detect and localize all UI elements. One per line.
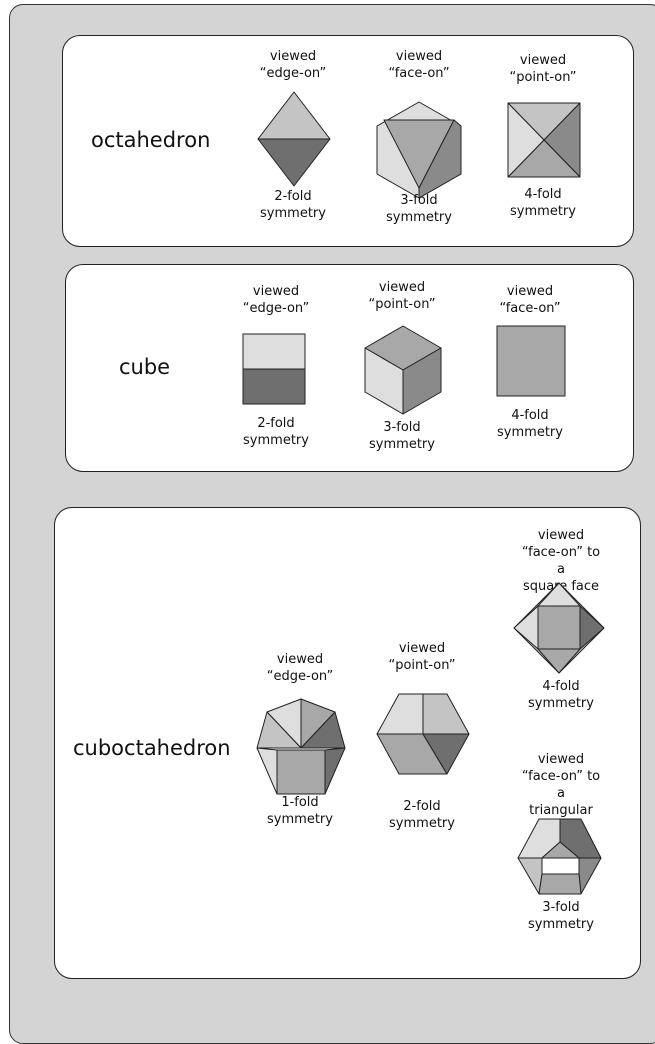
- cuboctahedron-triangle-face-symmetry: 3-fold symmetry: [528, 900, 594, 932]
- octahedron-point-on-caption: viewed “point-on”: [509, 53, 577, 85]
- cuboctahedron-square-face-shape: [513, 582, 605, 674]
- octahedron-edge-on-shape: [257, 91, 331, 187]
- diagram-frame: octahedron viewed “edge-on” 2-fold symme…: [9, 4, 655, 1044]
- octahedron-panel: octahedron viewed “edge-on” 2-fold symme…: [62, 35, 634, 247]
- cube-edge-on-shape: [242, 333, 306, 405]
- cuboctahedron-panel: cuboctahedron viewed “edge-on” 1-fold sy…: [54, 507, 641, 979]
- cube-label: cube: [119, 355, 171, 379]
- cube-edge-on-caption: viewed “edge-on”: [242, 284, 310, 316]
- cube-point-on-symmetry: 3-fold symmetry: [369, 420, 435, 452]
- octahedron-label: octahedron: [91, 128, 211, 152]
- cube-face-on-symmetry: 4-fold symmetry: [497, 408, 563, 440]
- octahedron-point-on-shape: [507, 102, 581, 178]
- cuboctahedron-edge-on-shape: [256, 698, 346, 795]
- cuboctahedron-label: cuboctahedron: [73, 736, 231, 760]
- cube-face-on-caption: viewed “face-on”: [499, 284, 561, 316]
- cube-point-on-shape: [364, 325, 442, 415]
- cuboctahedron-triangle-face-shape: [517, 818, 602, 895]
- cuboctahedron-square-face-symmetry: 4-fold symmetry: [528, 679, 594, 711]
- cuboctahedron-point-on-symmetry: 2-fold symmetry: [389, 799, 455, 831]
- cube-edge-on-symmetry: 2-fold symmetry: [243, 416, 309, 448]
- cube-point-on-caption: viewed “point-on”: [368, 280, 436, 312]
- octahedron-face-on-caption: viewed “face-on”: [388, 49, 450, 81]
- octahedron-point-on-symmetry: 4-fold symmetry: [510, 187, 576, 219]
- cube-face-on-shape: [496, 325, 566, 397]
- cuboctahedron-point-on-shape: [376, 693, 470, 775]
- cuboctahedron-point-on-caption: viewed “point-on”: [388, 641, 456, 673]
- octahedron-edge-on-caption: viewed “edge-on”: [259, 49, 327, 81]
- cuboctahedron-square-face-caption: viewed “face-on” to a square face: [521, 528, 601, 594]
- octahedron-face-on-shape: [376, 101, 462, 199]
- cuboctahedron-edge-on-caption: viewed “edge-on”: [266, 652, 334, 684]
- octahedron-face-on-symmetry: 3-fold symmetry: [386, 193, 452, 225]
- octahedron-edge-on-symmetry: 2-fold symmetry: [260, 189, 326, 221]
- cuboctahedron-edge-on-symmetry: 1-fold symmetry: [267, 795, 333, 827]
- cube-panel: cube viewed “edge-on” 2-fold symmetry vi…: [65, 264, 634, 472]
